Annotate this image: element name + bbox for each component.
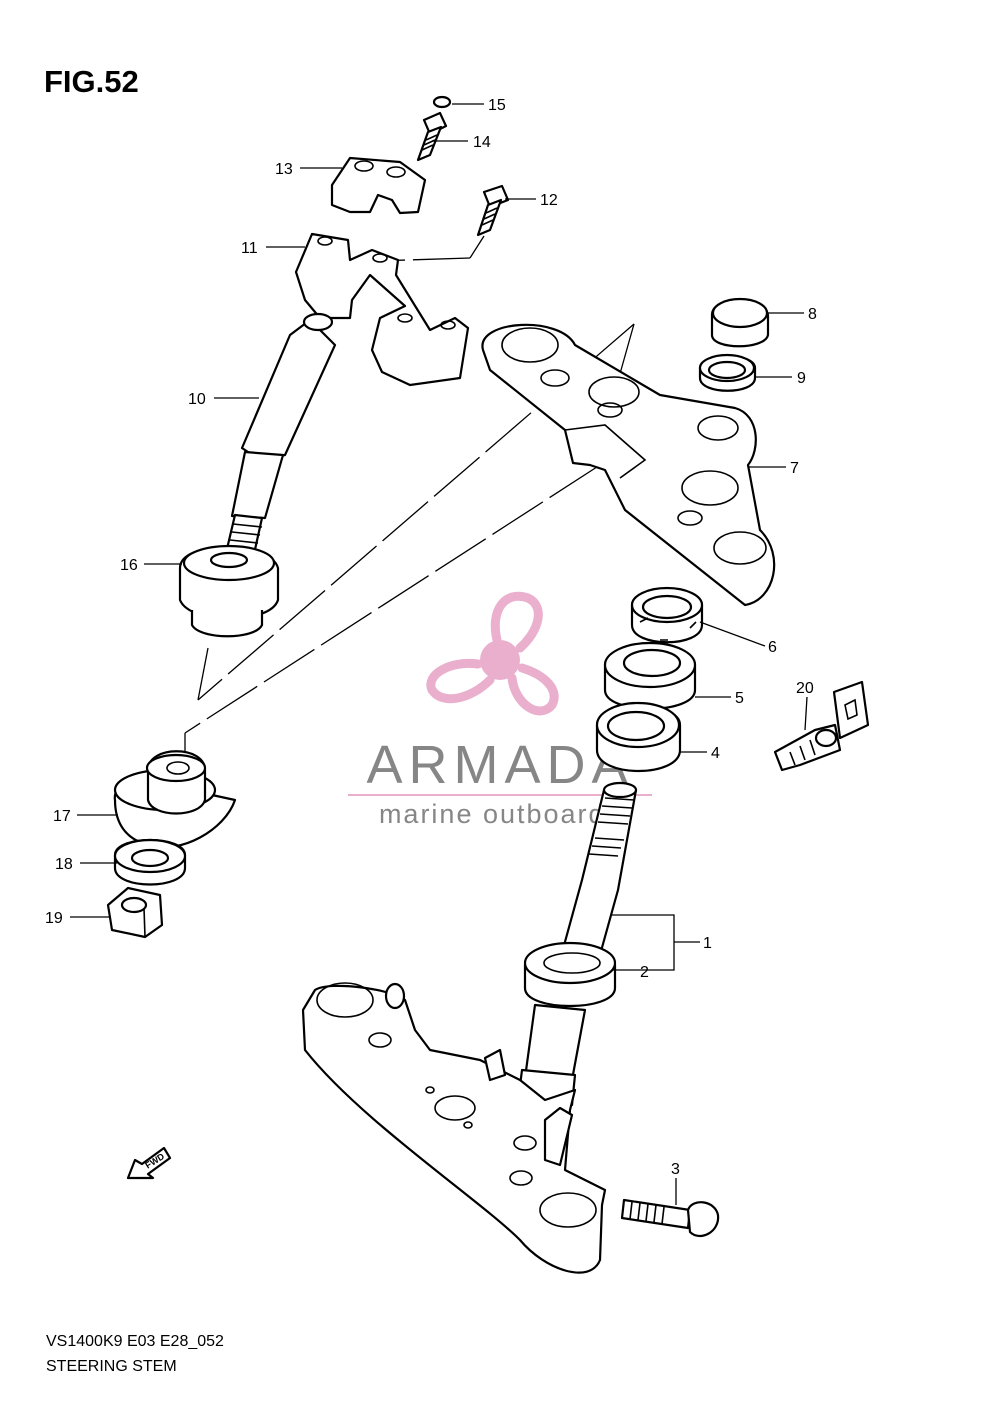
part-5-dust-seal — [603, 641, 697, 710]
callout-12: 12 — [540, 192, 558, 209]
part-17-damper-lower — [113, 750, 237, 849]
callout-17: 17 — [53, 808, 71, 825]
watermark-brand: ARMADA — [366, 735, 633, 795]
callout-2: 2 — [640, 964, 649, 981]
part-20-key — [773, 680, 870, 772]
callout-20: 20 — [796, 680, 814, 697]
callout-4: 4 — [711, 745, 720, 762]
callout-1: 1 — [703, 935, 712, 952]
diagram-name: STEERING STEM — [46, 1358, 177, 1375]
part-16-damper — [178, 544, 280, 638]
callout-6: 6 — [768, 639, 777, 656]
part-8-cap — [710, 297, 770, 348]
callout-8: 8 — [808, 306, 817, 323]
leader-lines — [70, 103, 808, 1205]
propeller-hub-icon — [480, 640, 520, 680]
part-15-cap — [432, 95, 452, 109]
part-18-washer — [113, 838, 187, 886]
callout-19: 19 — [45, 910, 63, 927]
part-10-stud — [220, 312, 337, 574]
callout-13: 13 — [275, 161, 293, 178]
callout-10: 10 — [188, 391, 206, 408]
figure-title: FIG.52 — [44, 64, 139, 99]
callout-5: 5 — [735, 690, 744, 707]
lower-bracket — [301, 982, 607, 1274]
part-4-bearing — [595, 701, 682, 773]
part-1-steering-stem — [516, 781, 638, 1107]
callout-3: 3 — [671, 1161, 680, 1178]
part-7-upper-bracket — [481, 323, 776, 607]
callout-7: 7 — [790, 460, 799, 477]
callout-9: 9 — [797, 370, 806, 387]
callout-11: 11 — [241, 240, 258, 257]
watermark-tagline: marine outboards — [379, 799, 621, 829]
part-3-bolt — [620, 1198, 720, 1238]
part-12-bolt — [476, 184, 510, 237]
part-9-washer — [698, 353, 757, 392]
part-13-holder-cap — [330, 156, 427, 215]
part-19-nut — [106, 886, 164, 939]
part-11-handlebar-holder — [294, 232, 470, 387]
callout-18: 18 — [55, 856, 73, 873]
fwd-arrow-icon: FWD — [126, 1146, 172, 1180]
part-6-stem-nut — [630, 586, 704, 644]
diagram-code: VS1400K9 E03 E28_052 — [46, 1333, 224, 1350]
part-14-bolt — [416, 111, 448, 162]
callout-15: 15 — [488, 97, 506, 114]
callout-14: 14 — [473, 134, 491, 151]
armada-logo: ARMADA marine outboards — [348, 591, 652, 829]
propeller-logo-icon — [426, 591, 559, 716]
callout-numbers: 15 14 13 12 11 10 16 17 18 19 8 9 7 6 5 … — [45, 97, 817, 1178]
callout-16: 16 — [120, 557, 138, 574]
